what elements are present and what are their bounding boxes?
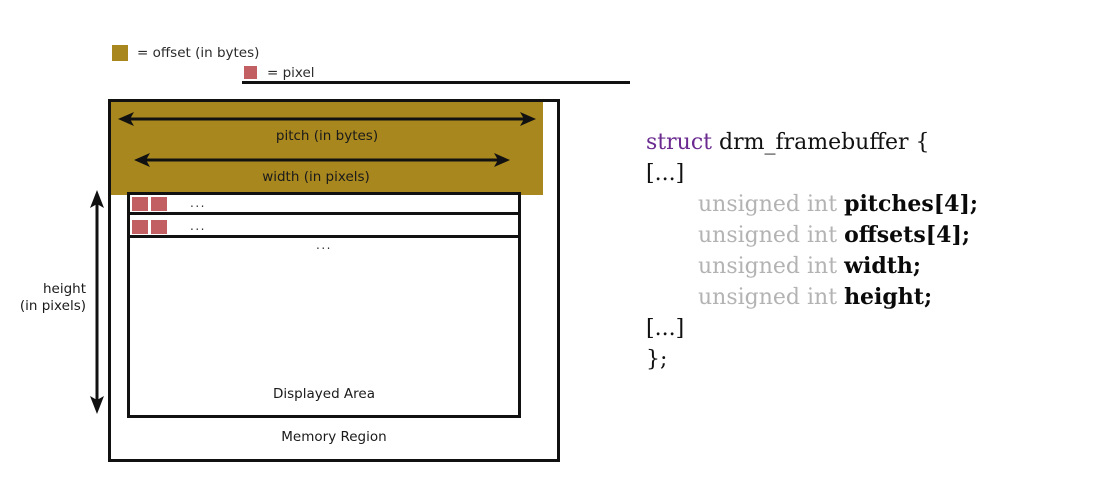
- height-label: height(in pixels): [8, 281, 86, 315]
- code-token: struct: [646, 130, 719, 155]
- legend: = offset (in bytes) = pixel: [112, 44, 630, 84]
- code-token: };: [646, 347, 668, 372]
- code-listing: struct drm_framebuffer { [...] unsigned in…: [646, 127, 978, 375]
- pixel-swatch: [244, 66, 257, 79]
- area-ellipsis: ...: [316, 238, 332, 252]
- width-label: width (in pixels): [262, 169, 370, 185]
- code-token: unsigned int: [698, 285, 845, 310]
- code-line: unsigned int width;: [646, 251, 978, 282]
- code-token: width;: [844, 253, 922, 279]
- displayed-area-label: Displayed Area: [273, 386, 375, 402]
- width-arrow-icon: [134, 153, 510, 167]
- legend-label-offset: = offset (in bytes): [137, 44, 260, 61]
- code-line: struct drm_framebuffer {: [646, 127, 978, 158]
- code-token: [...]: [646, 316, 685, 341]
- code-token: unsigned int: [698, 254, 845, 279]
- memory-region-label: Memory Region: [281, 429, 387, 445]
- code-token: height;: [844, 284, 933, 310]
- pitch-label: pitch (in bytes): [275, 128, 379, 144]
- pixel-cell: [151, 220, 167, 234]
- row-ellipsis: ...: [190, 196, 206, 210]
- legend-item-offset: = offset (in bytes): [112, 44, 259, 61]
- pixel-row: ...: [130, 218, 518, 238]
- pixel-cell: [132, 220, 148, 234]
- pixel-cell: [132, 197, 148, 211]
- code-token: pitches[4];: [844, 191, 978, 217]
- code-line: unsigned int pitches[4];: [646, 189, 978, 220]
- code-token: unsigned int: [698, 223, 845, 248]
- pixel-cell: [151, 197, 167, 211]
- code-line: unsigned int offsets[4];: [646, 220, 978, 251]
- code-line: unsigned int height;: [646, 282, 978, 313]
- code-line: [...]: [646, 313, 978, 344]
- height-arrow-icon: [90, 190, 104, 414]
- offset-swatch: [112, 44, 128, 61]
- height-label-line2: (in pixels): [19, 298, 86, 314]
- legend-label-pixel: = pixel: [267, 64, 315, 81]
- framebuffer-diagram: pitch (in bytes) width (in pixels) heigh…: [8, 99, 560, 462]
- code-line: [...]: [646, 158, 978, 189]
- pitch-arrow-icon: [118, 112, 536, 126]
- code-token: [...]: [646, 161, 685, 186]
- code-line: };: [646, 344, 978, 375]
- row-ellipsis: ...: [190, 219, 206, 233]
- code-token: unsigned int: [698, 192, 845, 217]
- legend-item-pixel: = pixel: [242, 64, 630, 84]
- code-token: offsets[4];: [844, 222, 970, 248]
- code-token: drm_framebuffer {: [718, 130, 930, 155]
- height-label-line1: height: [42, 281, 86, 297]
- pixel-row: ...: [130, 195, 518, 215]
